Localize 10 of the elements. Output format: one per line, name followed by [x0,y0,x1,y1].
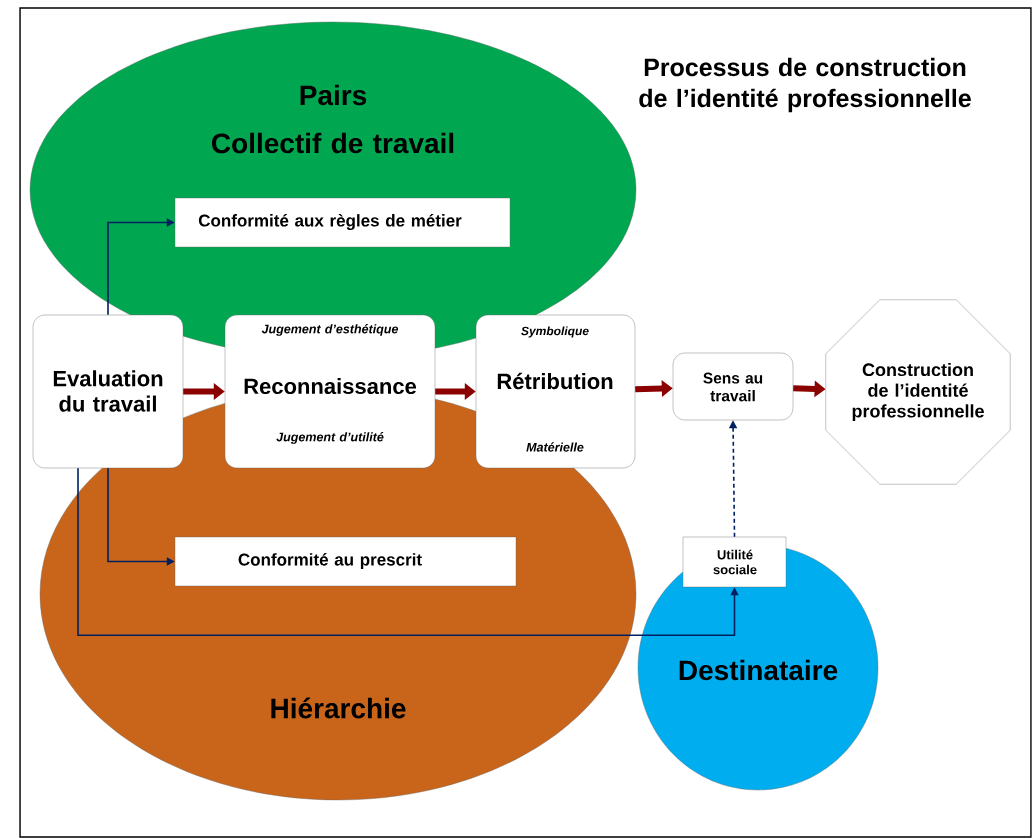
label-box: Conformité au prescrit [174,536,517,587]
label-box: Utilité sociale [682,536,787,588]
arrow [77,467,739,636]
label-box: Conformité aux règles de métier [174,197,511,248]
process-box: Jugement d’esthétique Reconnaissance Jugement d’utilité [224,314,436,469]
process-box: Sens au travail [672,352,794,421]
result-octagon: Construction de l’identité professionnelle [825,299,1011,485]
title: Processus de construction de l’identité professionnelle [639,57,971,113]
process-box: Symbolique Rétribution Matérielle [475,314,636,469]
process-box: Evaluation du travail [32,314,184,469]
